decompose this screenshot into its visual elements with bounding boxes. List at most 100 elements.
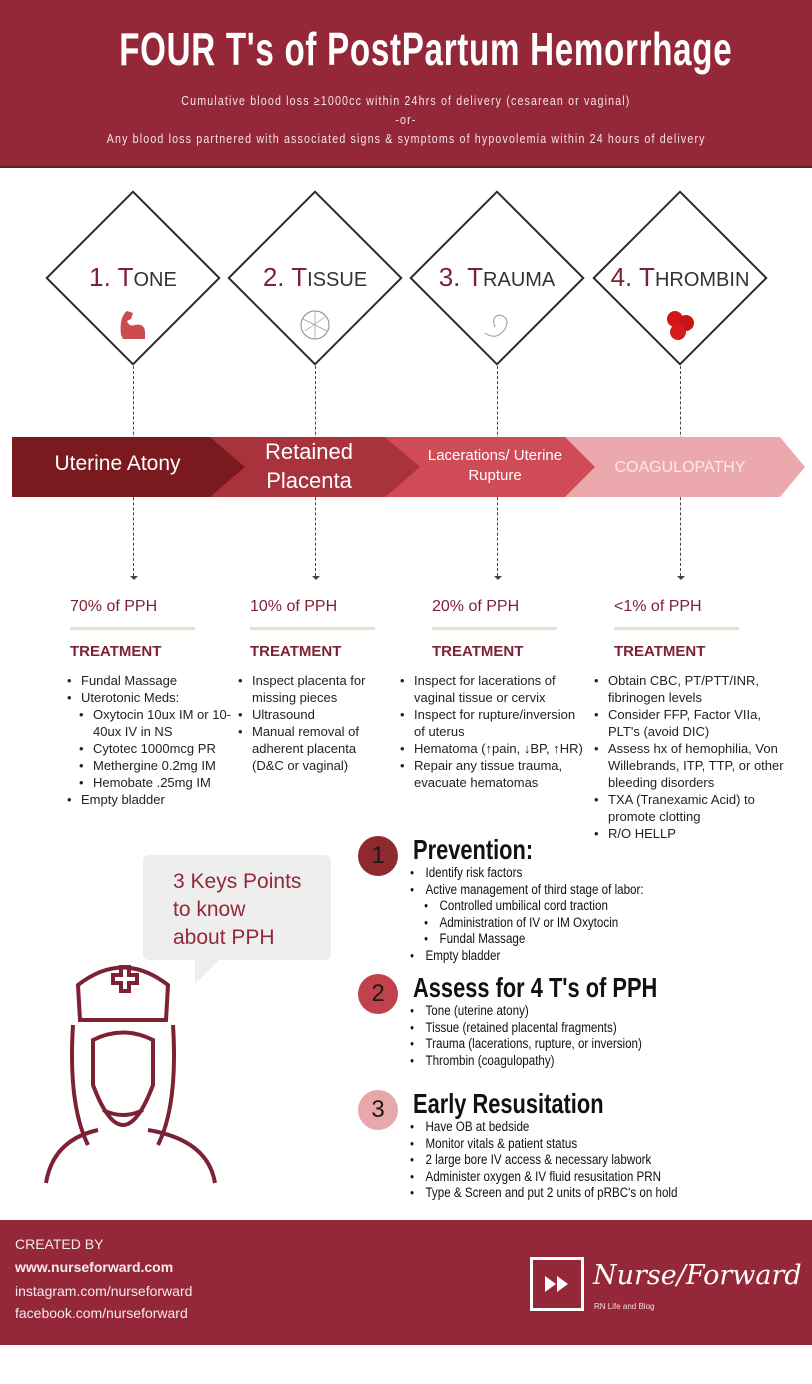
t-label-1: 1. TONE xyxy=(89,262,177,292)
cause-arrow-band xyxy=(12,437,805,497)
bubble-line-3: about PPH xyxy=(173,926,275,949)
treatment-list: Fundal MassageUterotonic Meds:Oxytocin 1… xyxy=(65,672,235,808)
treatment-heading: TREATMENT xyxy=(614,643,706,660)
treatment-item: TXA (Tranexamic Acid) to promote clottin… xyxy=(592,791,792,825)
key-title-2: Assess for 4 T's of PPH xyxy=(413,972,658,1003)
key-number-3: 3 xyxy=(358,1090,398,1130)
arrow-down-icon xyxy=(129,576,138,580)
key-item: Type & Screen and put 2 units of pRBC's … xyxy=(410,1185,737,1202)
treatment-heading: TREATMENT xyxy=(250,643,342,660)
instagram-link[interactable]: instagram.com/nurseforward xyxy=(15,1283,193,1299)
treatment-item: Empty bladder xyxy=(65,791,235,808)
treatment-item: Hemobate .25mg IM xyxy=(77,774,235,791)
key-title-3: Early Resusitation xyxy=(413,1088,604,1119)
key-number-2: 2 xyxy=(358,974,398,1014)
percent-of-pph: 70% of PPH xyxy=(70,598,158,615)
arrow-segment-coagulopathy xyxy=(560,437,805,497)
key-list-2: Tone (uterine atony)Tissue (retained pla… xyxy=(410,1003,790,1069)
key-item: Empty bladder xyxy=(410,948,737,965)
treatment-item: Uterotonic Meds: xyxy=(65,689,235,706)
arrow-down-icon xyxy=(676,576,685,580)
treatment-item: Inspect for lacerations of vaginal tissu… xyxy=(398,672,588,706)
treatment-item: Fundal Massage xyxy=(65,672,235,689)
divider xyxy=(250,627,375,630)
key-list-1: Identify risk factorsActive management o… xyxy=(410,865,790,964)
treatment-item: Consider FFP, Factor VIIa, PLT's (avoid … xyxy=(592,706,792,740)
cause-thrombin: COAGULOPATHY xyxy=(614,459,746,476)
key-item: Identify risk factors xyxy=(410,865,737,882)
key-item: Administer oxygen & IV fluid resusitatio… xyxy=(410,1169,737,1186)
treatment-item: R/O HELLP xyxy=(592,825,792,842)
key-item: Active management of third stage of labo… xyxy=(410,882,737,899)
arrow-down-icon xyxy=(311,576,320,580)
suture-icon xyxy=(484,314,508,337)
logo-tagline: RN Life and Blog xyxy=(594,1302,655,1311)
cause-tissue: Retained Placenta xyxy=(264,439,354,493)
percent-of-pph: 20% of PPH xyxy=(432,598,520,615)
key-title-1: Prevention: xyxy=(413,834,534,865)
key-list-3: Have OB at bedsideMonitor vitals & patie… xyxy=(410,1119,790,1202)
treatment-item: Inspect placenta for missing pieces xyxy=(236,672,391,706)
key-item: Trauma (lacerations, rupture, or inversi… xyxy=(410,1036,737,1053)
arrow-segment-tissue xyxy=(200,437,420,497)
flexed-arm-icon xyxy=(120,311,145,339)
key-item: Fundal Massage xyxy=(424,931,739,948)
cause-tone: Uterine Atony xyxy=(54,452,181,475)
created-by-label: CREATED BY xyxy=(15,1236,104,1252)
speech-bubble xyxy=(143,855,331,960)
header-banner xyxy=(0,0,812,168)
key-item: Have OB at bedside xyxy=(410,1119,737,1136)
treatment-list: Inspect for lacerations of vaginal tissu… xyxy=(398,672,588,791)
footer xyxy=(0,1220,812,1345)
arrow-down-icon xyxy=(493,576,502,580)
speech-bubble-tail xyxy=(195,958,221,984)
divider xyxy=(70,627,195,630)
treatment-item: Cytotec 1000mcg PR xyxy=(77,740,235,757)
bubble-line-1: 3 Keys Points xyxy=(173,870,302,893)
percent-of-pph: <1% of PPH xyxy=(614,598,702,615)
t-label-3: 3. TRAUMA xyxy=(438,262,556,292)
treatment-item: Manual removal of adherent placenta (D&C… xyxy=(236,723,391,774)
key-item: Controlled umbilical cord traction xyxy=(424,898,739,915)
treatment-heading: TREATMENT xyxy=(432,643,524,660)
percent-of-pph: 10% of PPH xyxy=(250,598,338,615)
treatment-list: Inspect placenta for missing piecesUltra… xyxy=(236,672,391,774)
website-link[interactable]: www.nurseforward.com xyxy=(15,1259,174,1275)
key-item: Monitor vitals & patient status xyxy=(410,1136,737,1153)
fast-forward-icon xyxy=(530,1257,584,1311)
divider xyxy=(432,627,557,630)
treatment-item: Assess hx of hemophilia, Von Willebrands… xyxy=(592,740,792,791)
key-number-1: 1 xyxy=(358,836,398,876)
treatment-item: Hematoma (↑pain, ↓BP, ↑HR) xyxy=(398,740,588,757)
treatment-item: Methergine 0.2mg IM xyxy=(77,757,235,774)
cause-trauma: Lacerations/ Uterine Rupture xyxy=(427,447,563,484)
bubble-line-2: to know xyxy=(173,898,246,921)
treatment-heading: TREATMENT xyxy=(70,643,162,660)
key-item: Tissue (retained placental fragments) xyxy=(410,1020,737,1037)
blood-cells-icon xyxy=(667,311,694,340)
definition-line-1: Cumulative blood loss ≥1000cc within 24h… xyxy=(181,93,631,108)
treatment-item: Oxytocin 10ux IM or 10-40ux IV in NS xyxy=(77,706,235,740)
treatment-item: Obtain CBC, PT/PTT/INR, fibrinogen level… xyxy=(592,672,792,706)
definition-line-2: Any blood loss partnered with associated… xyxy=(106,131,706,146)
treatment-item: Ultrasound xyxy=(236,706,391,723)
treatment-item: Repair any tissue trauma, evacuate hemat… xyxy=(398,757,588,791)
key-item: 2 large bore IV access & necessary labwo… xyxy=(410,1152,737,1169)
arrow-segment-tone xyxy=(12,437,245,497)
key-item: Administration of IV or IM Oxytocin xyxy=(424,915,739,932)
nurse-icon xyxy=(44,965,217,1184)
placenta-icon xyxy=(300,310,330,340)
treatment-list: Obtain CBC, PT/PTT/INR, fibrinogen level… xyxy=(592,672,792,842)
key-item: Tone (uterine atony) xyxy=(410,1003,737,1020)
logo-name: Nurse/Forward xyxy=(593,1260,802,1291)
bubble-text: 3 Keys Points to know about PPH xyxy=(173,868,301,952)
divider xyxy=(614,627,739,630)
arrow-segment-trauma xyxy=(380,437,595,497)
facebook-link[interactable]: facebook.com/nurseforward xyxy=(15,1305,188,1321)
t-label-4: 4. THROMBIN xyxy=(610,262,750,292)
page-title: FOUR T's of PostPartum Hemorrhage xyxy=(119,23,733,75)
definition-or: -or- xyxy=(395,112,417,127)
key-item: Thrombin (coagulopathy) xyxy=(410,1053,737,1070)
t-label-2: 2. TISSUE xyxy=(262,262,368,292)
treatment-item: Inspect for rupture/inversion of uterus xyxy=(398,706,588,740)
